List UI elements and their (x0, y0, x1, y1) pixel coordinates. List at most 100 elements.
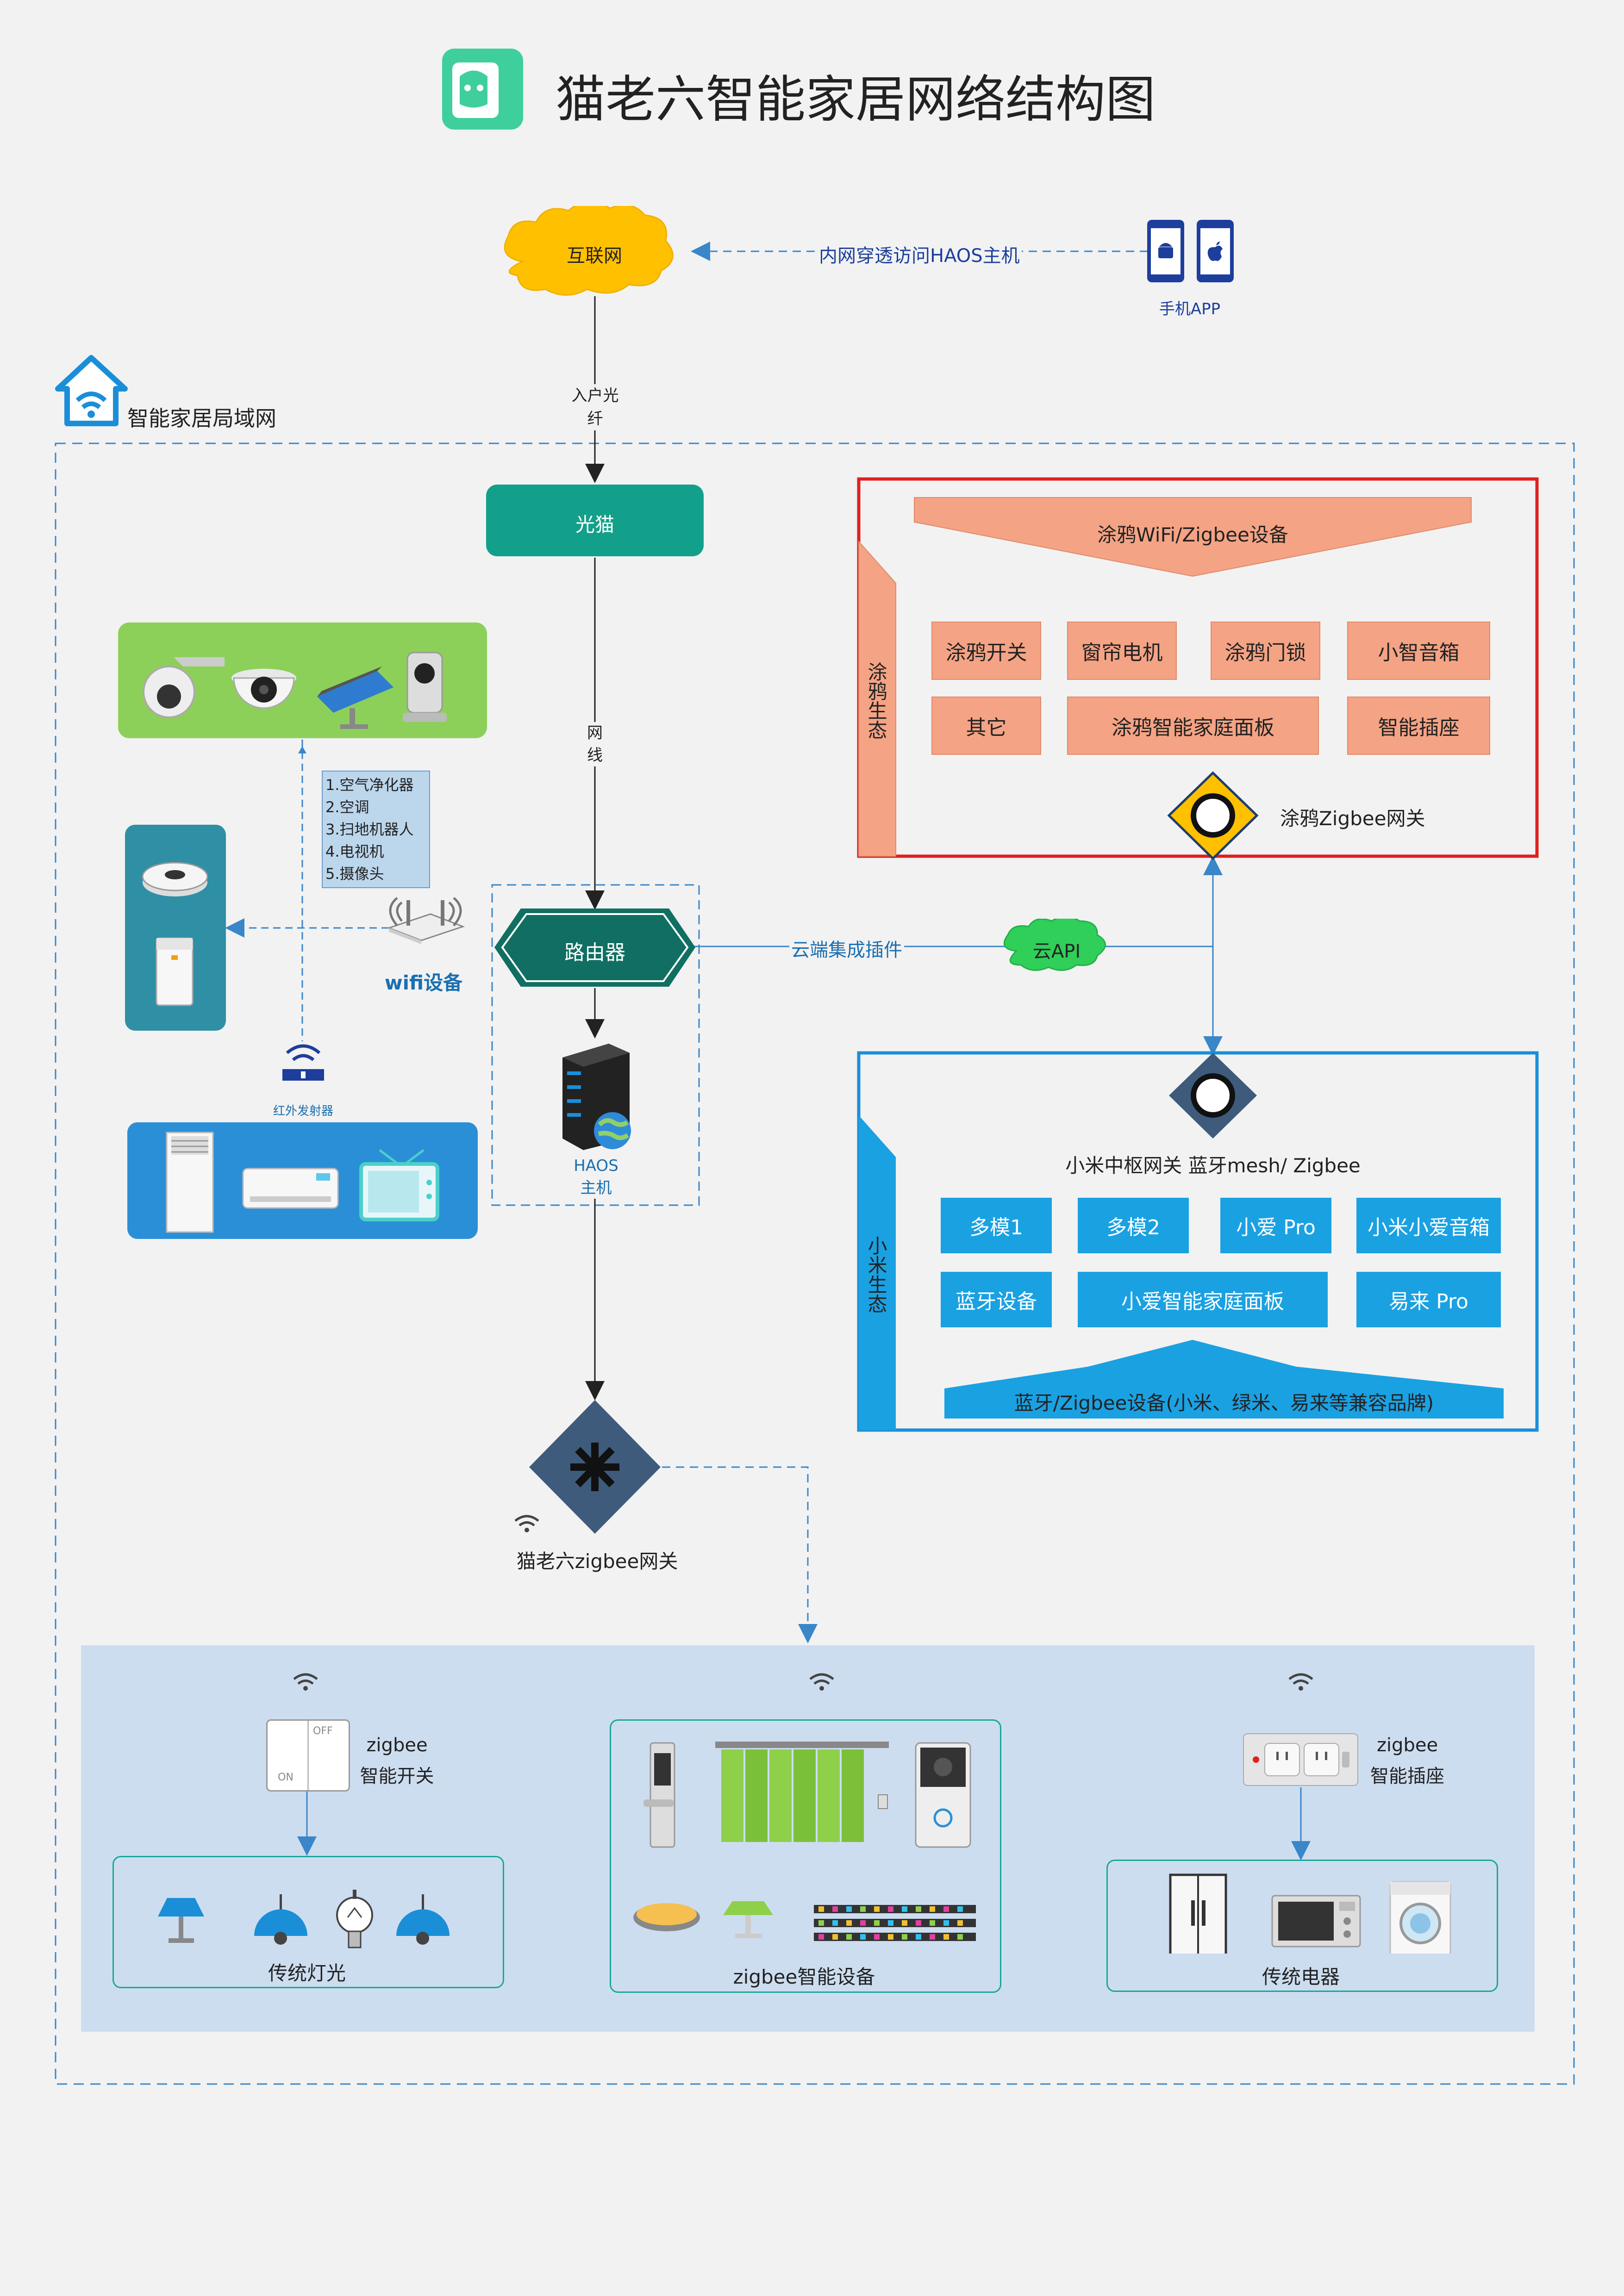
lan-boundary (55, 442, 1575, 2085)
xiaomi-gateway-label: 小米中枢网关 蓝牙mesh/ Zigbee (1065, 1154, 1361, 1177)
xiaomi-banner-shape (944, 1340, 1504, 1419)
table-lamp-icon (158, 1898, 204, 1943)
switch-label-1: zigbee (366, 1735, 428, 1756)
tuya-item: 涂鸦门锁 (1211, 622, 1320, 680)
air-purifier-icon (156, 937, 194, 1006)
tuya-banner: 涂鸦WiFi/Zigbee设备 (1097, 523, 1288, 546)
cube-camera-icon (403, 652, 447, 722)
logo-icon (442, 49, 523, 130)
zigbee-gateway-icon (529, 1400, 661, 1534)
tuya-item: 其它 (931, 697, 1041, 755)
page-title: 猫老六智能家居网络结构图 (556, 71, 1156, 129)
cloud-api-label: 云API (1032, 941, 1081, 962)
ptz-camera-icon (143, 657, 225, 718)
list-item: 1.空气净化器 (325, 776, 414, 794)
tuya-gateway-icon (1167, 771, 1259, 860)
wifi-device-label: wifi设备 (384, 971, 463, 994)
modem-label: 光猫 (575, 513, 614, 536)
wifi-signal-icon (293, 1673, 318, 1691)
router-shape (494, 908, 695, 987)
zigbee-gateway-label: 猫老六zigbee网关 (516, 1550, 678, 1573)
xiaomi-item: 多模2 (1078, 1198, 1189, 1253)
xiaomi-item: 小米小爱音箱 (1356, 1198, 1501, 1253)
zigbee-switch-icon: OFF ON (266, 1719, 350, 1792)
wifi-signal-icon (514, 1515, 539, 1532)
list-item: 4.电视机 (325, 843, 384, 860)
switch-off-label: OFF (313, 1725, 333, 1737)
wifi-signal-icon (1288, 1673, 1313, 1691)
smart-lock-icon (643, 1742, 675, 1848)
bullet-camera-icon (317, 666, 394, 729)
appliances-label: 传统电器 (1262, 1966, 1340, 1988)
tuya-gateway-label: 涂鸦Zigbee网关 (1280, 807, 1425, 830)
fiber-label: 入户光纤 (571, 384, 619, 430)
xiaomi-eco-label: 小米生态 (865, 1236, 887, 1313)
haos-label: HAOS主机 (574, 1157, 618, 1197)
zigbee-devices-panel (610, 1719, 1001, 1993)
phone-link-label: 内网穿透访问HAOS主机 (817, 241, 1022, 268)
ceiling-light-icon (633, 1903, 700, 1931)
tuya-item: 窗帘电机 (1067, 622, 1177, 680)
camera-panel (118, 622, 487, 738)
desk-lamp-icon (723, 1901, 773, 1938)
internet-label: 互联网 (567, 245, 622, 267)
ir-emitter-icon (282, 1044, 324, 1081)
refrigerator-icon (1169, 1873, 1227, 1957)
list-item: 2.空调 (325, 798, 369, 816)
lights-panel (112, 1856, 504, 1988)
wifi-signal-icon (809, 1673, 834, 1691)
lights-label: 传统灯光 (268, 1962, 346, 1985)
router-label: 路由器 (564, 941, 625, 964)
pendant-lamp-icon (396, 1894, 450, 1945)
tuya-banner-shape (914, 497, 1472, 577)
cloud-plugin-label: 云端集成插件 (789, 935, 904, 962)
led-strip-icon (814, 1905, 976, 1941)
socket-label-2: 智能插座 (1370, 1766, 1444, 1787)
android-phone-icon (1147, 220, 1184, 282)
xiaomi-item: 小爱智能家庭面板 (1078, 1272, 1328, 1327)
switch-on-label: ON (278, 1772, 294, 1783)
switch-label-2: 智能开关 (360, 1766, 434, 1787)
tuya-item: 涂鸦开关 (931, 622, 1041, 680)
washing-machine-icon (1389, 1881, 1451, 1957)
video-doorbell-icon (915, 1742, 971, 1848)
socket-label-1: zigbee (1376, 1735, 1438, 1756)
phone-app-label: 手机APP (1159, 300, 1221, 318)
apple-phone-icon (1197, 220, 1234, 282)
lan-label: 智能家居局域网 (127, 406, 276, 431)
pendant-lamp-icon (254, 1894, 307, 1945)
cable-label: 网线 (581, 722, 609, 766)
xiaomi-item: 小爱 Pro (1220, 1198, 1331, 1253)
robot-vacuum-icon (142, 862, 208, 896)
internet-cloud-icon (504, 206, 674, 296)
ir-label: 红外发射器 (273, 1104, 333, 1118)
tuya-item: 智能插座 (1347, 697, 1490, 755)
zigbee-devices-label: zigbee智能设备 (733, 1966, 875, 1988)
floor-ac-icon (166, 1132, 214, 1233)
tv-icon (359, 1149, 439, 1221)
wifi-router-icon (387, 897, 465, 944)
home-wifi-icon (55, 355, 128, 426)
xiaomi-item: 蓝牙设备 (941, 1272, 1052, 1327)
microwave-icon (1271, 1895, 1361, 1948)
list-item: 5.摄像头 (325, 865, 384, 883)
xiaomi-item: 易来 Pro (1356, 1272, 1501, 1327)
cloud-api-icon (1003, 919, 1106, 971)
server-icon (562, 1044, 631, 1150)
wall-ac-icon (242, 1168, 339, 1209)
tuya-item: 涂鸦智能家庭面板 (1067, 697, 1319, 755)
xiaomi-item: 多模1 (941, 1198, 1052, 1253)
appliance-panel (127, 1122, 478, 1239)
light-bulb-icon (336, 1890, 373, 1948)
xiaomi-banner: 蓝牙/Zigbee设备(小米、绿米、易来等兼容品牌) (1014, 1392, 1434, 1414)
zigbee-socket-icon (1243, 1733, 1358, 1786)
list-item: 3.扫地机器人 (325, 821, 414, 838)
dome-camera-icon (231, 669, 296, 709)
modem-box (486, 485, 704, 556)
appliances-panel (1106, 1860, 1498, 1992)
wifi-device-list: 1.空气净化器 2.空调 3.扫地机器人 4.电视机 5.摄像头 (322, 771, 430, 888)
xiaomi-gateway-icon (1169, 1053, 1257, 1139)
curtain-icon (715, 1742, 889, 1842)
tuya-eco-label: 涂鸦生态 (865, 662, 887, 740)
tuya-item: 小智音箱 (1347, 622, 1490, 680)
